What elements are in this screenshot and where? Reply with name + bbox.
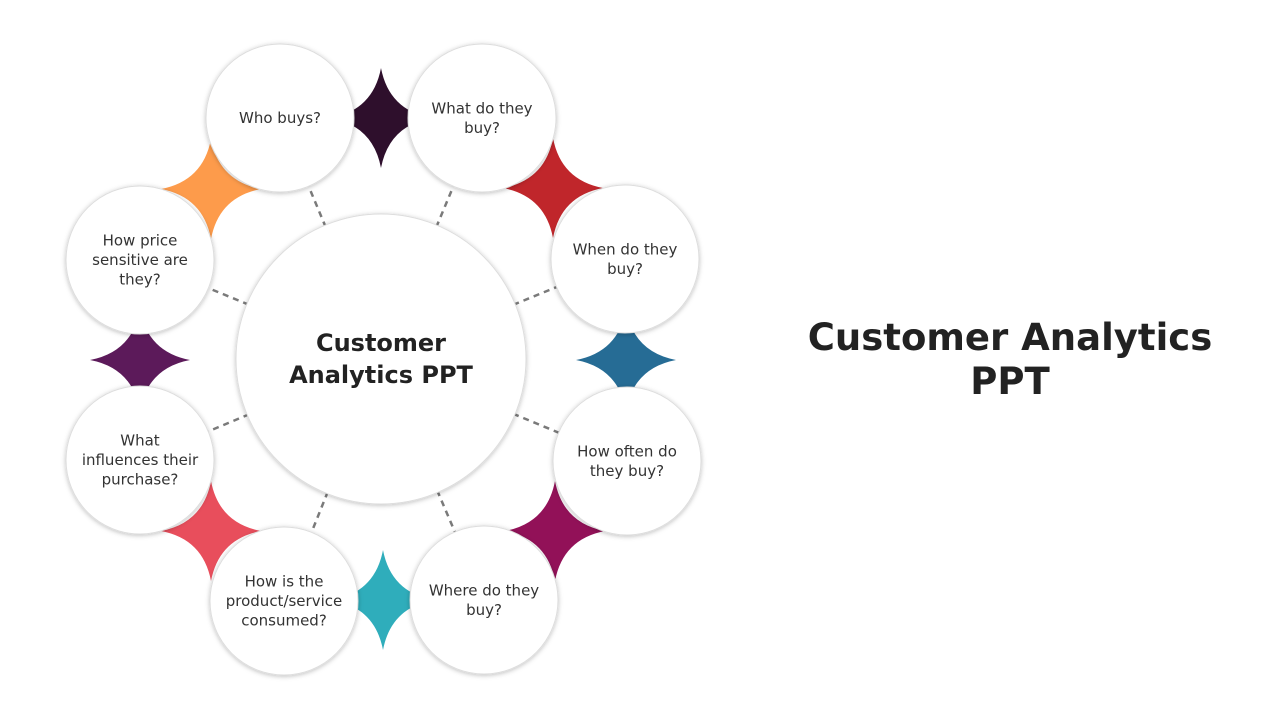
node-label: What do they (431, 99, 532, 117)
node-label: How is the (245, 573, 324, 591)
node-label: buy? (466, 601, 502, 619)
accent-diamond (161, 139, 261, 239)
accent-diamonds (90, 68, 676, 650)
node-label: Where do they (429, 581, 539, 599)
node-label: purchase? (102, 471, 179, 489)
connector-line (205, 413, 250, 434)
node-label: they? (119, 271, 160, 289)
hub-label: Analytics PPT (289, 361, 473, 389)
accent-diamond (505, 481, 605, 581)
node-circle (209, 526, 359, 676)
node-circle (409, 525, 559, 675)
connectors (205, 183, 561, 535)
slide-title: Customer Analytics PPT (807, 316, 1213, 403)
node-when-do-they-buy: When do they buy? (550, 184, 700, 334)
node-where-do-they-buy: Where do they buy? (409, 525, 559, 675)
node-who-buys: Who buys? (205, 43, 355, 193)
node-circle (550, 184, 700, 334)
node-label: buy? (607, 260, 643, 278)
node-how-often-do-they-buy: How often do they buy? (552, 386, 702, 536)
accent-diamond (576, 310, 676, 410)
question-nodes: Who buys? What do they buy? When do they buy… (65, 43, 702, 676)
node-label: influences their (82, 451, 199, 469)
node-label: Who buys? (239, 109, 321, 127)
node-label: product/service (226, 592, 342, 610)
node-label: buy? (464, 119, 500, 137)
connector-line (512, 412, 561, 435)
connector-line (435, 183, 456, 228)
connector-line (309, 491, 329, 535)
node-label: How often do (577, 442, 677, 460)
connector-line (436, 490, 457, 535)
accent-diamond (333, 550, 433, 650)
accent-diamond (90, 310, 190, 410)
connector-line (306, 183, 327, 228)
accent-diamond (161, 481, 261, 581)
node-circle (65, 185, 215, 335)
node-label: sensitive are (92, 251, 188, 269)
node-circle (65, 385, 215, 535)
connector-line (512, 285, 559, 306)
customer-analytics-diagram: Who buys? What do they buy? When do they buy… (65, 43, 702, 676)
node-circle (407, 43, 557, 193)
node-label: they buy? (590, 462, 664, 480)
node-circle (205, 43, 355, 193)
node-label: How price (103, 232, 178, 250)
hub-label: Customer (316, 329, 446, 357)
node-what-do-they-buy: What do they buy? (407, 43, 557, 193)
node-label: When do they (573, 240, 678, 258)
node-label: What (120, 432, 160, 450)
accent-diamond (331, 68, 431, 168)
node-circle (552, 386, 702, 536)
hub-circle (235, 213, 527, 505)
node-label: consumed? (241, 612, 327, 630)
accent-diamond (503, 138, 603, 238)
connector-line (206, 286, 250, 306)
